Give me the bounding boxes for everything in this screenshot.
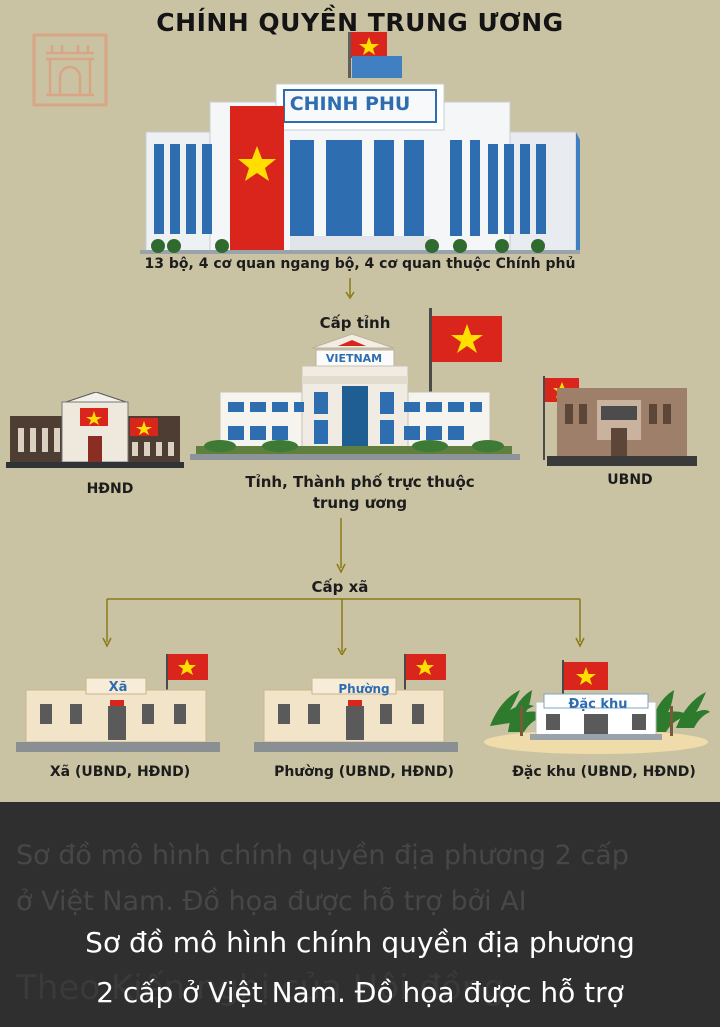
ubnd-label: UBND (607, 472, 653, 488)
xa-building-illustration (16, 654, 220, 752)
ubnd-building-illustration (543, 376, 697, 466)
central-building-sign: CHINH PHU (289, 93, 411, 115)
caption-ghost-line2: ở Việt Nam. Đồ họa được hỗ trợ bởi AI (16, 886, 527, 917)
logo-watermark (32, 33, 108, 107)
dac-khu-building-sign: Đặc khu (568, 697, 628, 712)
hdnd-building-illustration (6, 392, 184, 468)
phuong-building-illustration (254, 654, 458, 752)
commune-level-label: Cấp xã (311, 578, 369, 596)
provincial-building-illustration (190, 308, 520, 460)
caption-ghost-line1: Sơ đồ mô hình chính quyền địa phương 2 c… (16, 840, 629, 871)
caption-line1: Sơ đồ mô hình chính quyền địa phương (85, 926, 635, 959)
xa-label: Xã (UBND, HĐND) (49, 764, 191, 780)
arrow-central-to-province (345, 278, 355, 300)
hierarchy-connectors (102, 518, 585, 655)
province-level-label: Cấp tỉnh (319, 314, 391, 332)
caption-ghost-line3: Theo Kiến nghị của Hội đồng (16, 968, 505, 1008)
dac-khu-label: Đặc khu (UBND, HĐND) (512, 764, 696, 780)
province-name-line2: trung ương (312, 494, 408, 512)
provincial-building-sign: VIETNAM (325, 352, 383, 365)
xa-building-sign: Xã (108, 680, 128, 695)
hdnd-label: HĐND (86, 481, 134, 497)
caption-panel: Sơ đồ mô hình chính quyền địa phương 2 c… (0, 802, 720, 1027)
phuong-label: Phường (UBND, HĐND) (274, 764, 454, 780)
central-description: 13 bộ, 4 cơ quan ngang bộ, 4 cơ quan thu… (144, 256, 576, 272)
dac-khu-building-illustration (484, 660, 710, 754)
caption-line2: 2 cấp ở Việt Nam. Đồ họa được hỗ trợ (96, 976, 624, 1009)
province-name-line1: Tỉnh, Thành phố trực thuộc (245, 473, 475, 491)
phuong-building-sign: Phường (338, 682, 390, 696)
government-building-illustration (140, 32, 580, 254)
